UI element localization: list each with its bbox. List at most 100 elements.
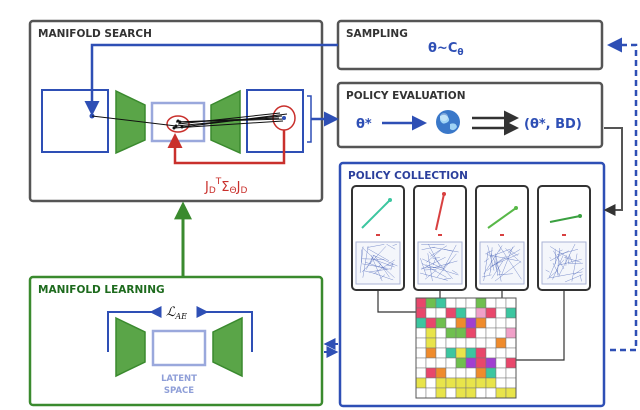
archive-cell <box>435 297 447 309</box>
archive-cell <box>435 347 447 359</box>
archive-cell <box>455 347 467 359</box>
policy-card <box>351 185 405 291</box>
archive-cell <box>415 347 427 359</box>
archive-cell <box>415 297 427 309</box>
latent-points <box>172 119 184 130</box>
archive-cell <box>485 317 497 329</box>
archive-cell <box>425 317 437 329</box>
archive-cell <box>465 337 477 349</box>
archive-cell <box>485 327 497 339</box>
archive-cell <box>495 387 507 399</box>
archive-cell <box>505 377 517 389</box>
archive-cell <box>435 387 447 399</box>
archive-cell <box>495 367 507 379</box>
archive-cell <box>475 317 487 329</box>
archive-cell <box>475 377 487 389</box>
archive-cell <box>455 297 467 309</box>
archive-cell <box>455 337 467 349</box>
loss-bracket <box>107 311 253 352</box>
archive-cell <box>435 317 447 329</box>
archive-cell <box>465 357 477 369</box>
archive-cell <box>475 347 487 359</box>
archive-cell <box>455 367 467 379</box>
sampling-panel: SAMPLING θ~Cθ <box>336 19 604 71</box>
archive-cell <box>505 337 517 349</box>
archive-cell <box>455 307 467 319</box>
archive-cell <box>505 387 517 399</box>
manifold-search-title: MANIFOLD SEARCH <box>38 28 152 40</box>
archive-cell <box>475 357 487 369</box>
archive-cell <box>495 377 507 389</box>
archive-cell <box>425 337 437 349</box>
archive-cell <box>485 347 497 359</box>
policy-arm-tip <box>578 214 582 218</box>
archive-cell <box>445 357 457 369</box>
input-space-box <box>41 89 109 153</box>
archive-cell <box>485 307 497 319</box>
archive-cell <box>445 347 457 359</box>
archive-cell <box>505 307 517 319</box>
theta-star-label: θ* <box>356 117 372 132</box>
archive-cell <box>445 387 457 399</box>
archive-cell <box>475 367 487 379</box>
archive-cell <box>425 387 437 399</box>
archive-cell <box>415 367 427 379</box>
globe-icon <box>436 110 460 134</box>
archive-cell <box>495 357 507 369</box>
archive-cell <box>485 337 497 349</box>
archive-cell <box>505 367 517 379</box>
encoder-shape <box>115 89 146 155</box>
trajectory-plot <box>479 241 525 285</box>
archive-cell <box>495 317 507 329</box>
latent-label-line2: SPACE <box>164 386 194 396</box>
archive-cell <box>495 297 507 309</box>
archive-cell <box>425 357 437 369</box>
archive-cell <box>455 387 467 399</box>
archive-cell <box>425 377 437 389</box>
policy-target <box>562 234 566 236</box>
loss-label: ℒAE <box>166 305 187 321</box>
archive-cell <box>435 337 447 349</box>
jacobian-feedback-path <box>167 130 286 165</box>
policy-target <box>500 234 504 236</box>
archive-cell <box>415 317 427 329</box>
policy-arm-tip <box>442 192 446 196</box>
policy-evaluation-panel: POLICY EVALUATION θ* (θ*, BD) <box>336 81 604 149</box>
globe-to-result-arrows <box>472 110 519 136</box>
archive-cell <box>485 357 497 369</box>
archive-cell <box>435 377 447 389</box>
archive-cell <box>415 377 427 389</box>
archive-cell <box>435 357 447 369</box>
archive-cell <box>455 357 467 369</box>
archive-cell <box>445 307 457 319</box>
archive-cell <box>425 347 437 359</box>
archive-cell <box>505 297 517 309</box>
archive-cell <box>415 357 427 369</box>
archive-cell <box>425 297 437 309</box>
archive-cell <box>445 377 457 389</box>
archive-cell <box>465 307 477 319</box>
archive-cell <box>435 327 447 339</box>
output-point <box>282 116 286 120</box>
archive-cell <box>425 367 437 379</box>
policy-collection-panel: POLICY COLLECTION <box>338 161 606 408</box>
archive-cell <box>435 367 447 379</box>
policy-arm-tip <box>388 198 392 202</box>
archive-cell <box>505 327 517 339</box>
policy-arm <box>487 207 517 229</box>
policy-target <box>438 234 442 236</box>
archive-cell <box>475 387 487 399</box>
jacobian-formula: JDTΣΘJD <box>204 177 247 196</box>
archive-cell <box>445 317 457 329</box>
latent-region-circle <box>166 115 190 133</box>
policy-card <box>413 185 467 291</box>
policy-card <box>537 185 591 291</box>
archive-cell <box>475 337 487 349</box>
archive-cell <box>415 387 427 399</box>
archive-cell <box>495 337 507 349</box>
archive-cell <box>465 377 477 389</box>
archive-cell <box>505 357 517 369</box>
decoder-shape-learning <box>212 316 243 378</box>
output-space-box <box>246 89 304 153</box>
